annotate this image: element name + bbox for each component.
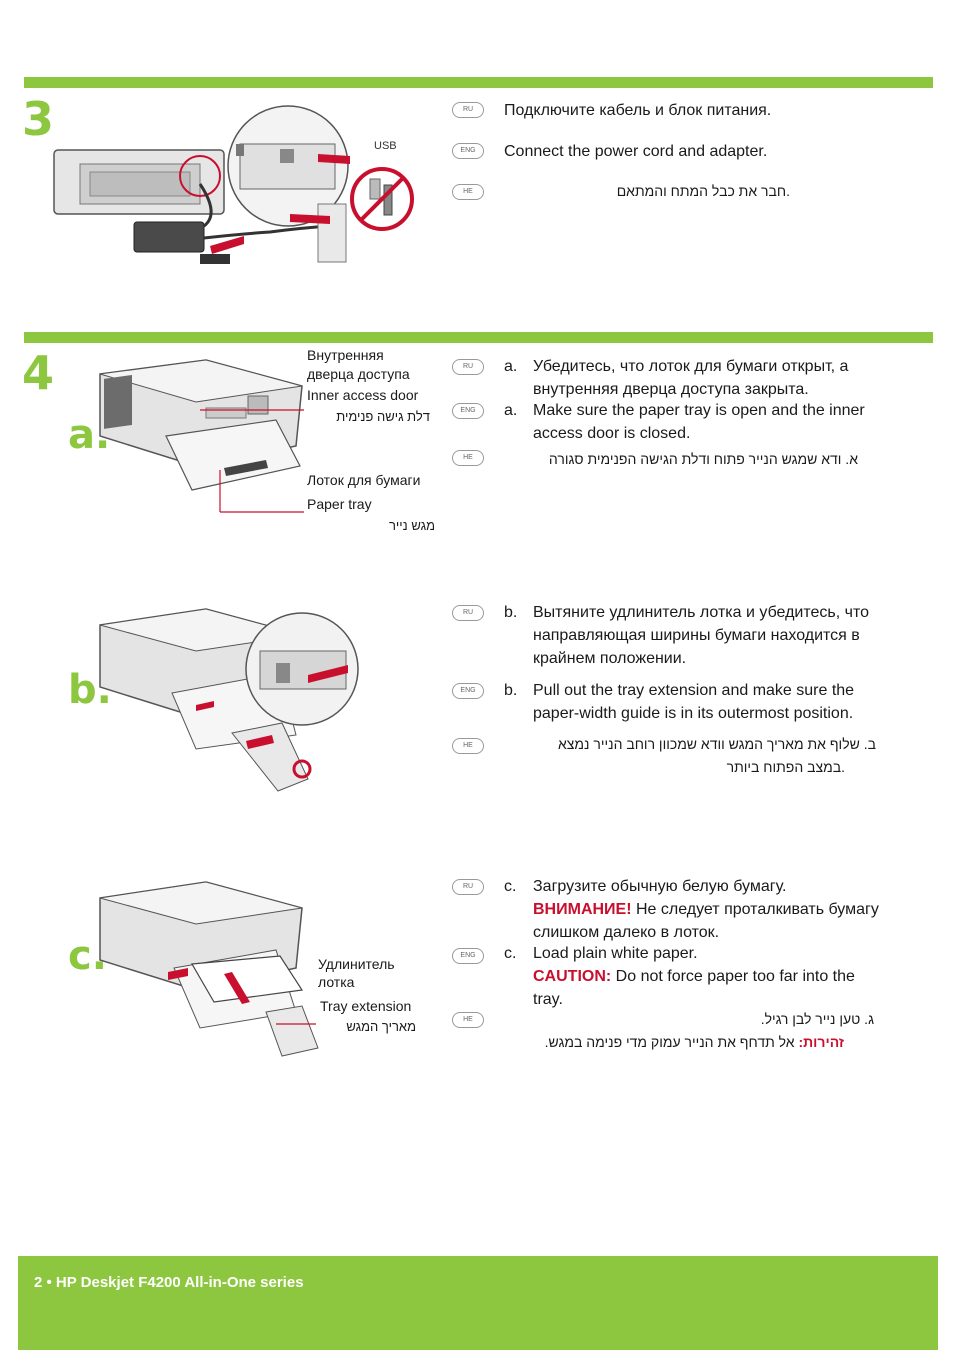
step4c-text-eng: c. Load plain white paper. CAUTION: Do n… xyxy=(504,942,904,1011)
label-inner-door-en: Inner access door xyxy=(307,387,419,403)
footer-title: 2 • HP Deskjet F4200 All-in-One series xyxy=(34,1274,304,1291)
item-body: Load plain white paper. CAUTION: Do not … xyxy=(533,942,863,1011)
lang-tag-eng: ENG xyxy=(452,948,484,964)
step4a-text-ru: a. Убедитесь, что лоток для бумаги откры… xyxy=(504,355,904,401)
label-paper-tray-ru: Лоток для бумаги xyxy=(307,472,421,488)
item-letter: a. xyxy=(504,402,518,419)
label-tray-ext-ru-1: Удлинитель xyxy=(318,956,395,972)
label-paper-tray-en: Paper tray xyxy=(307,496,372,512)
caution-text: Не следует проталкивать бумагу слишком д… xyxy=(533,901,879,941)
step3-text-ru: Подключите кабель и блок питания. xyxy=(504,102,772,119)
caution-label: זהירות: xyxy=(798,1034,844,1050)
step4b-text-he-2: .במצב הפתוח ביותר xyxy=(726,759,845,775)
usb-label: USB xyxy=(374,140,397,152)
item-instruction: Load plain white paper. xyxy=(533,945,698,962)
label-inner-door-ru-1: Внутренняя xyxy=(307,347,384,363)
printer-tray-extension-illustration xyxy=(99,608,359,792)
lang-tag-he: HE xyxy=(452,450,484,466)
step4c-text-he-2: זהירות: אל תדחף את הנייר עמוק מדי פנימה … xyxy=(500,1031,844,1054)
item-body: Pull out the tray extension and make sur… xyxy=(533,682,855,722)
label-inner-door-he: דלת גישה פנימית xyxy=(336,409,430,424)
item-body: Make sure the paper tray is open and the… xyxy=(533,402,865,442)
item-body: Вытяните удлинитель лотка и убедитесь, ч… xyxy=(533,604,870,667)
label-tray-ext-ru-2: лотка xyxy=(318,974,355,990)
step-number-3: 3 xyxy=(22,92,55,146)
printer-load-paper-illustration xyxy=(99,881,319,1057)
callout-lines-4a xyxy=(200,409,304,513)
label-inner-door-ru-2: дверца доступа xyxy=(307,366,410,382)
lang-tag-he: HE xyxy=(452,1012,484,1028)
caution-label: ВНИМАНИЕ! xyxy=(533,901,632,918)
label-tray-ext-en: Tray extension xyxy=(320,998,412,1014)
item-letter: c. xyxy=(504,945,517,962)
item-body: Убедитесь, что лоток для бумаги открыт, … xyxy=(533,358,849,398)
lang-tag-ru: RU xyxy=(452,102,484,118)
item-letter: a. xyxy=(504,358,518,375)
item-instruction: Загрузите обычную белую бумагу. xyxy=(533,878,787,895)
step3-text-he: .חבר את כבל המתח והמתאם xyxy=(616,183,790,199)
caution-text: אל תדחף את הנייר עמוק מדי פנימה במגש. xyxy=(544,1034,799,1050)
item-letter: b. xyxy=(504,682,518,699)
lang-tag-ru: RU xyxy=(452,605,484,621)
lang-tag-ru: RU xyxy=(452,879,484,895)
step4c-text-he-1: ג. טען נייר לבן רגיל. xyxy=(760,1011,874,1027)
no-usb-icon xyxy=(350,167,414,231)
step4a-text-he: א. ודא שמגש הנייר פתוח ודלת הגישה הפנימי… xyxy=(548,451,858,467)
printer-power-illustration xyxy=(53,105,350,264)
lang-tag-eng: ENG xyxy=(452,683,484,699)
step4b-text-he-1: ב. שלוף את מאריך המגש וודא שמכוון רוחב ה… xyxy=(558,736,876,752)
page-footer: 2 • HP Deskjet F4200 All-in-One series xyxy=(18,1256,938,1350)
lang-tag-he: HE xyxy=(452,738,484,754)
item-letter: c. xyxy=(504,878,517,895)
lang-tag-eng: ENG xyxy=(452,143,484,159)
lang-tag-he: HE xyxy=(452,184,484,200)
section-bar-step4 xyxy=(24,332,933,343)
item-letter: b. xyxy=(504,604,518,621)
step4c-text-ru: c. Загрузите обычную белую бумагу. ВНИМА… xyxy=(504,875,904,944)
step4a-text-eng: a. Make sure the paper tray is open and … xyxy=(504,399,904,445)
label-tray-ext-he: מאריך המגש xyxy=(346,1019,416,1034)
lang-tag-ru: RU xyxy=(452,359,484,375)
step-number-4: 4 xyxy=(22,346,55,400)
label-paper-tray-he: מגש נייר xyxy=(388,518,435,533)
lang-tag-eng: ENG xyxy=(452,403,484,419)
step3-text-eng: Connect the power cord and adapter. xyxy=(504,143,768,160)
item-body: Загрузите обычную белую бумагу. ВНИМАНИЕ… xyxy=(533,875,893,944)
step4b-text-eng: b. Pull out the tray extension and make … xyxy=(504,679,904,725)
caution-text: Do not force paper too far into the tray… xyxy=(533,968,855,1008)
step4b-text-ru: b. Вытяните удлинитель лотка и убедитесь… xyxy=(504,601,904,670)
section-bar-step3 xyxy=(24,77,933,88)
printer-tray-open-illustration xyxy=(99,359,303,491)
caution-label: CAUTION: xyxy=(533,968,612,985)
